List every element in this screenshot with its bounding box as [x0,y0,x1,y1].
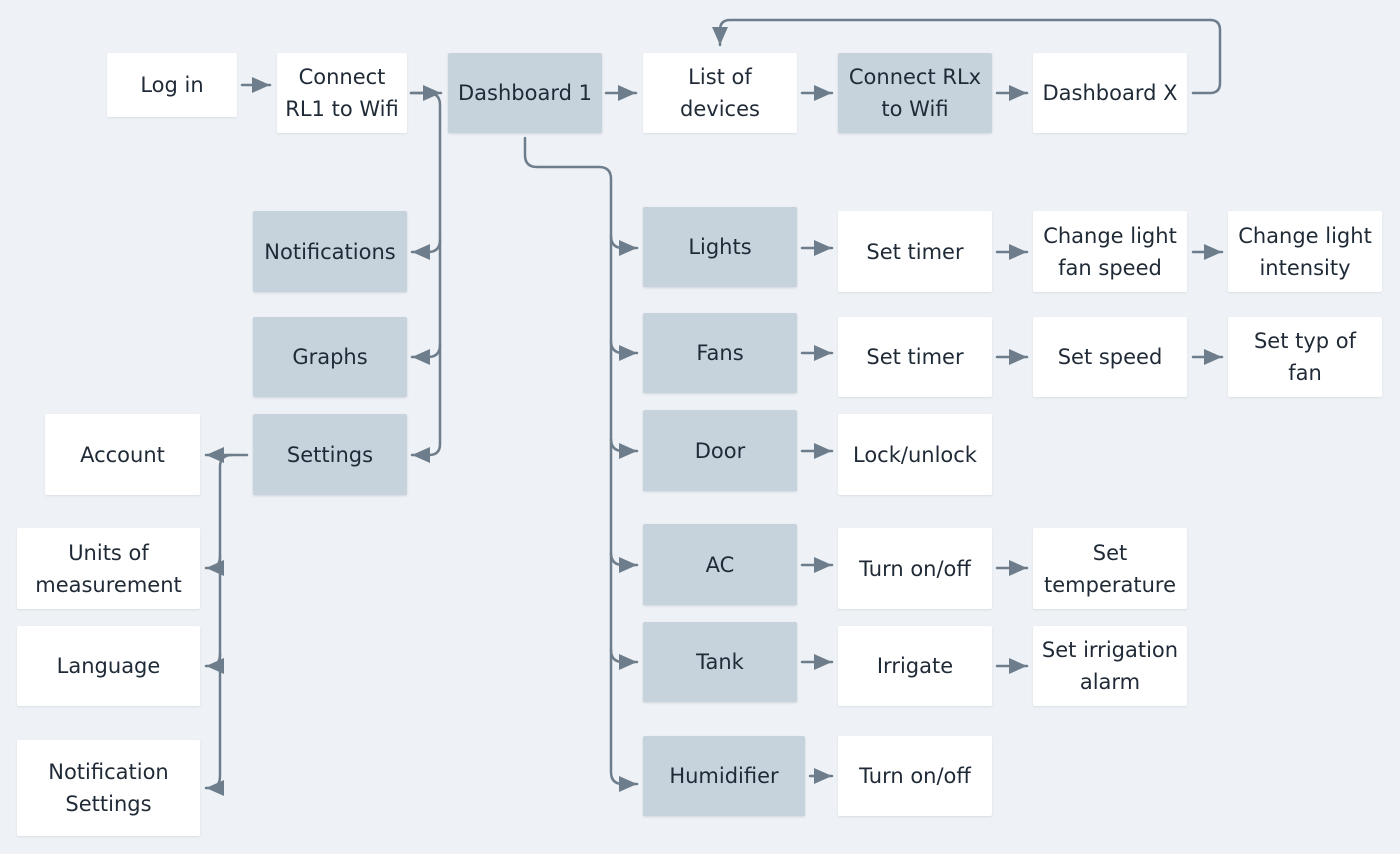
node-language[interactable]: Language [17,626,200,706]
node-connect-rl1-wifi[interactable]: Connect RL1 to Wifi [277,53,407,133]
node-change-light-fan-speed[interactable]: Change light fan speed [1033,211,1187,292]
node-set-irrigation-alarm[interactable]: Set irrigation alarm [1033,626,1187,706]
node-irrigate[interactable]: Irrigate [838,626,992,706]
connector-menu-trunk [409,91,442,457]
node-log-in[interactable]: Log in [107,53,237,117]
node-graphs[interactable]: Graphs [253,317,407,397]
node-tank[interactable]: Tank [643,622,797,702]
arrow-to-ac [609,551,639,573]
node-dashboard-x[interactable]: Dashboard X [1033,53,1187,133]
node-humidifier[interactable]: Humidifier [643,736,805,816]
node-account[interactable]: Account [45,414,200,495]
connector-settings-trunk [208,453,234,790]
arrow-to-tank [609,648,639,670]
arrow-to-notifications [410,238,442,260]
connector-devices-trunk [523,136,625,786]
node-lights-set-timer[interactable]: Set timer [838,211,992,292]
node-fans-set-timer[interactable]: Set timer [838,317,992,397]
arrow-to-language [204,652,224,674]
node-units-of-measurement[interactable]: Units of measurement [17,528,200,609]
node-list-of-devices[interactable]: List of devices [643,53,797,133]
node-dashboard-1[interactable]: Dashboard 1 [448,53,602,133]
node-notifications[interactable]: Notifications [253,211,407,292]
arrow-to-lights [609,234,639,256]
arrow-dashboardx-loop [712,18,1222,95]
node-change-light-intensity[interactable]: Change light intensity [1228,211,1382,292]
node-set-temperature[interactable]: Set temperature [1033,528,1187,609]
arrow-to-fans [609,339,639,361]
node-notification-settings[interactable]: Notification Settings [17,740,200,836]
node-fans[interactable]: Fans [643,313,797,393]
node-set-speed[interactable]: Set speed [1033,317,1187,397]
arrow-to-graphs [410,343,442,365]
node-connect-rlx-wifi[interactable]: Connect RLx to Wifi [838,53,992,133]
node-lock-unlock[interactable]: Lock/unlock [838,414,992,495]
node-set-fan-type[interactable]: Set typ of fan [1228,317,1382,397]
node-door[interactable]: Door [643,410,797,491]
arrow-to-units [204,554,224,576]
node-humidifier-turn-on-off[interactable]: Turn on/off [838,736,992,816]
arrow-to-door [609,437,639,459]
node-settings[interactable]: Settings [253,414,407,495]
node-lights[interactable]: Lights [643,207,797,287]
node-ac-turn-on-off[interactable]: Turn on/off [838,528,992,609]
node-ac[interactable]: AC [643,524,797,605]
